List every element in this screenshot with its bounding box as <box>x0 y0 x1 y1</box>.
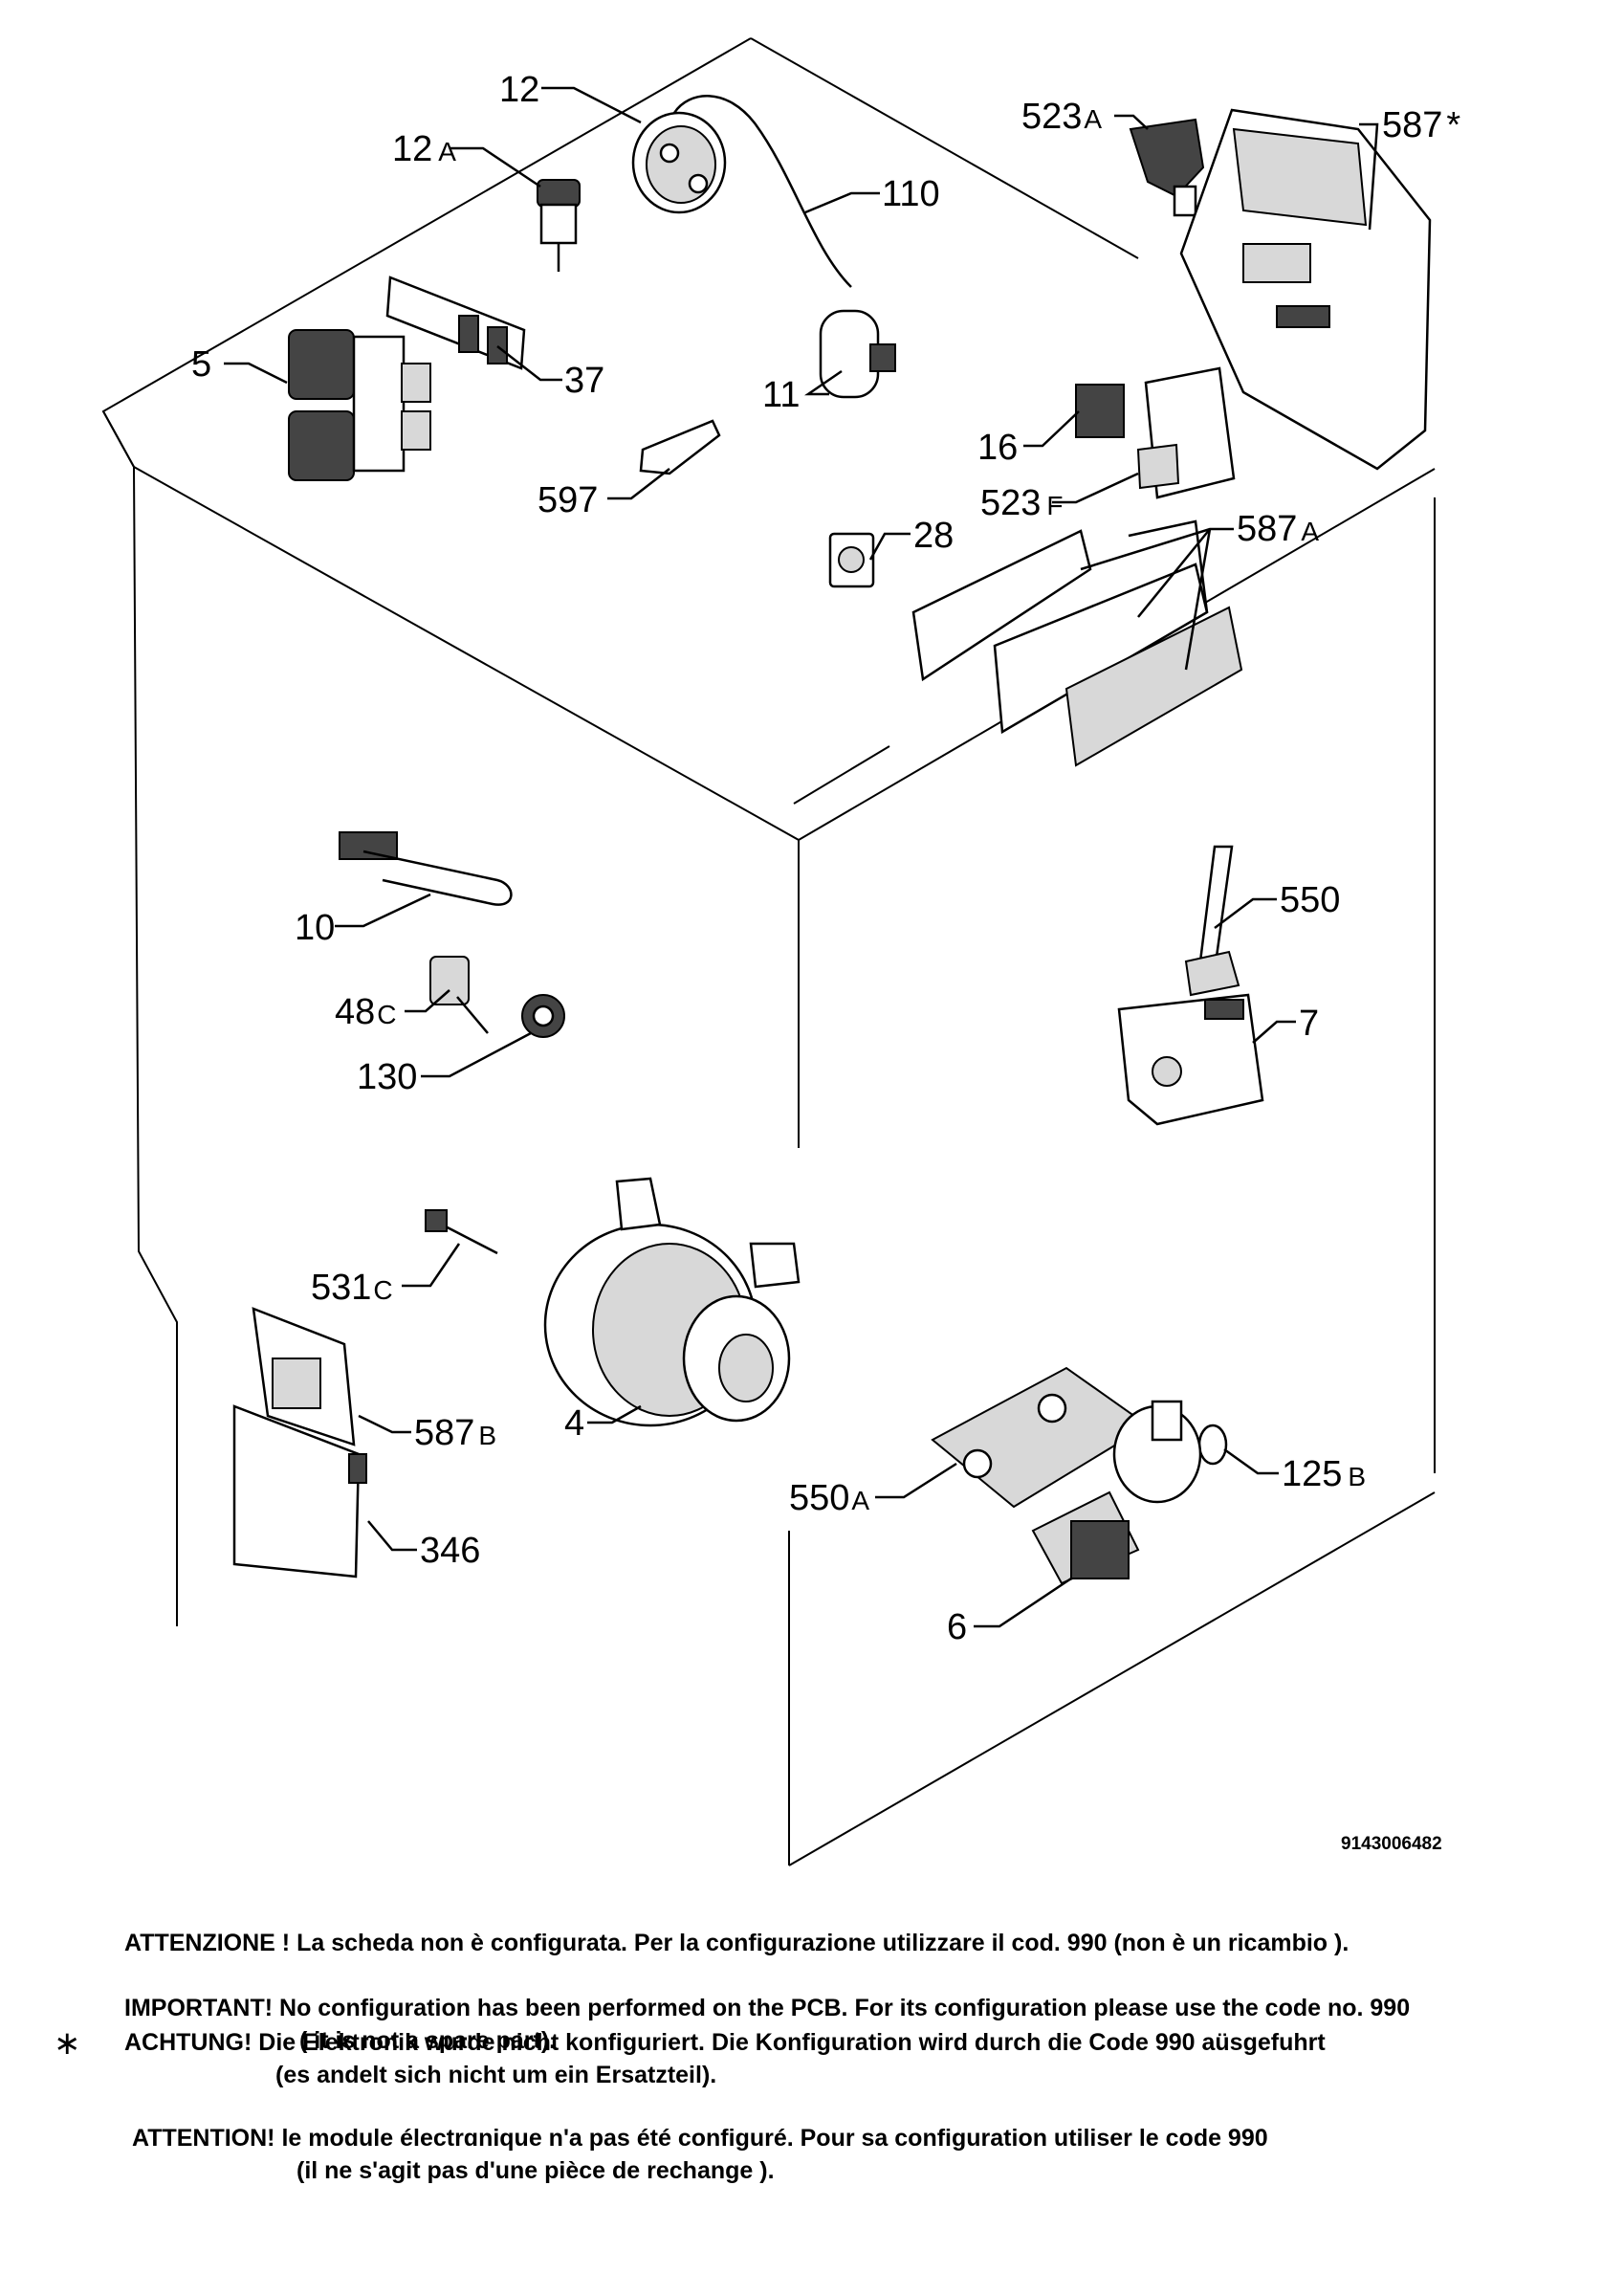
part-7-door-lock <box>1117 993 1264 1126</box>
part-587b-board <box>252 1307 356 1446</box>
label-346: 346 <box>420 1531 480 1571</box>
part-550a-pad <box>931 1366 1150 1509</box>
label-550: 550 <box>1280 880 1340 920</box>
part-48c-sensor <box>429 956 489 1034</box>
exploded-parts-diagram: 12 12A 110 5 37 11 597 28 523A 587* 16 5… <box>101 37 1460 1866</box>
label-550a: 550A <box>789 1478 869 1518</box>
part-16-relay <box>1075 384 1125 438</box>
label-5: 5 <box>191 344 211 385</box>
note-english-line1: IMPORTANT! No configuration has been per… <box>124 1995 1411 2021</box>
drawing-code: 9143006482 <box>1341 1834 1442 1854</box>
part-37-terminal-block <box>385 276 526 370</box>
note-german-line1: ACHTUNG! Die Elektronik wurde nicht konf… <box>124 2029 1326 2056</box>
note-german: ACHTUNG! Die Elektronik wurde nicht konf… <box>124 2026 1597 2091</box>
leader-lines <box>224 86 1379 1628</box>
note-german-line2: (es andelt sich nicht um ein Ersatzteil)… <box>275 2062 717 2088</box>
label-130: 130 <box>357 1057 417 1097</box>
label-4: 4 <box>564 1403 584 1444</box>
label-37: 37 <box>564 361 604 401</box>
part-11-capacitor <box>819 309 896 399</box>
note-french-line1: ATTENTION! le module électrɑnique n'a pa… <box>132 2125 1268 2152</box>
cabinet-outline <box>101 37 1436 1866</box>
label-7: 7 <box>1299 1004 1319 1044</box>
label-10: 10 <box>295 908 335 948</box>
asterisk-marker: ∗ <box>54 2025 81 2062</box>
note-english: IMPORTANT! No configuration has been per… <box>124 1992 1597 2057</box>
part-523a-lever <box>1129 118 1205 217</box>
part-4-motor <box>543 1177 801 1427</box>
label-28: 28 <box>913 516 954 556</box>
part-5-solenoid-valve <box>288 329 431 481</box>
label-48c: 48C <box>335 992 397 1032</box>
note-italian: ATTENZIONE ! La scheda non è configurata… <box>124 1930 1350 1956</box>
part-12a-sensor <box>537 179 581 272</box>
label-523a: 523A <box>1021 97 1102 137</box>
label-110: 110 <box>882 174 940 214</box>
label-597: 597 <box>538 480 598 520</box>
note-french-line2: (il ne s'agit pas d'une pièce de rechang… <box>296 2157 775 2184</box>
part-346-cover <box>232 1404 367 1578</box>
label-531c: 531C <box>311 1268 393 1308</box>
label-11: 11 <box>762 375 800 415</box>
part-10-heating-element <box>339 831 513 906</box>
part-523f-switch-module <box>1136 366 1236 499</box>
part-550-lever <box>1184 845 1240 997</box>
label-12: 12 <box>499 70 539 110</box>
note-english-line2: ( it is not a spare part). <box>299 2027 557 2054</box>
part-28-seal <box>828 532 875 588</box>
part-6-drain-pump <box>1031 1400 1202 1585</box>
part-587a-control-boards <box>911 519 1243 767</box>
part-531c-bolt <box>425 1209 498 1255</box>
label-16: 16 <box>977 428 1018 468</box>
note-french: ATTENTION! le module électrɑnique n'a pa… <box>132 2122 1605 2187</box>
part-587-star-main-pcb <box>1179 108 1432 471</box>
label-587-star: 587* <box>1382 105 1460 145</box>
part-597-clip <box>639 419 721 475</box>
part-12-pressure-switch <box>631 95 852 288</box>
label-6: 6 <box>947 1607 967 1647</box>
part-125b-ring <box>1197 1424 1228 1466</box>
part-130-nut <box>521 994 565 1038</box>
